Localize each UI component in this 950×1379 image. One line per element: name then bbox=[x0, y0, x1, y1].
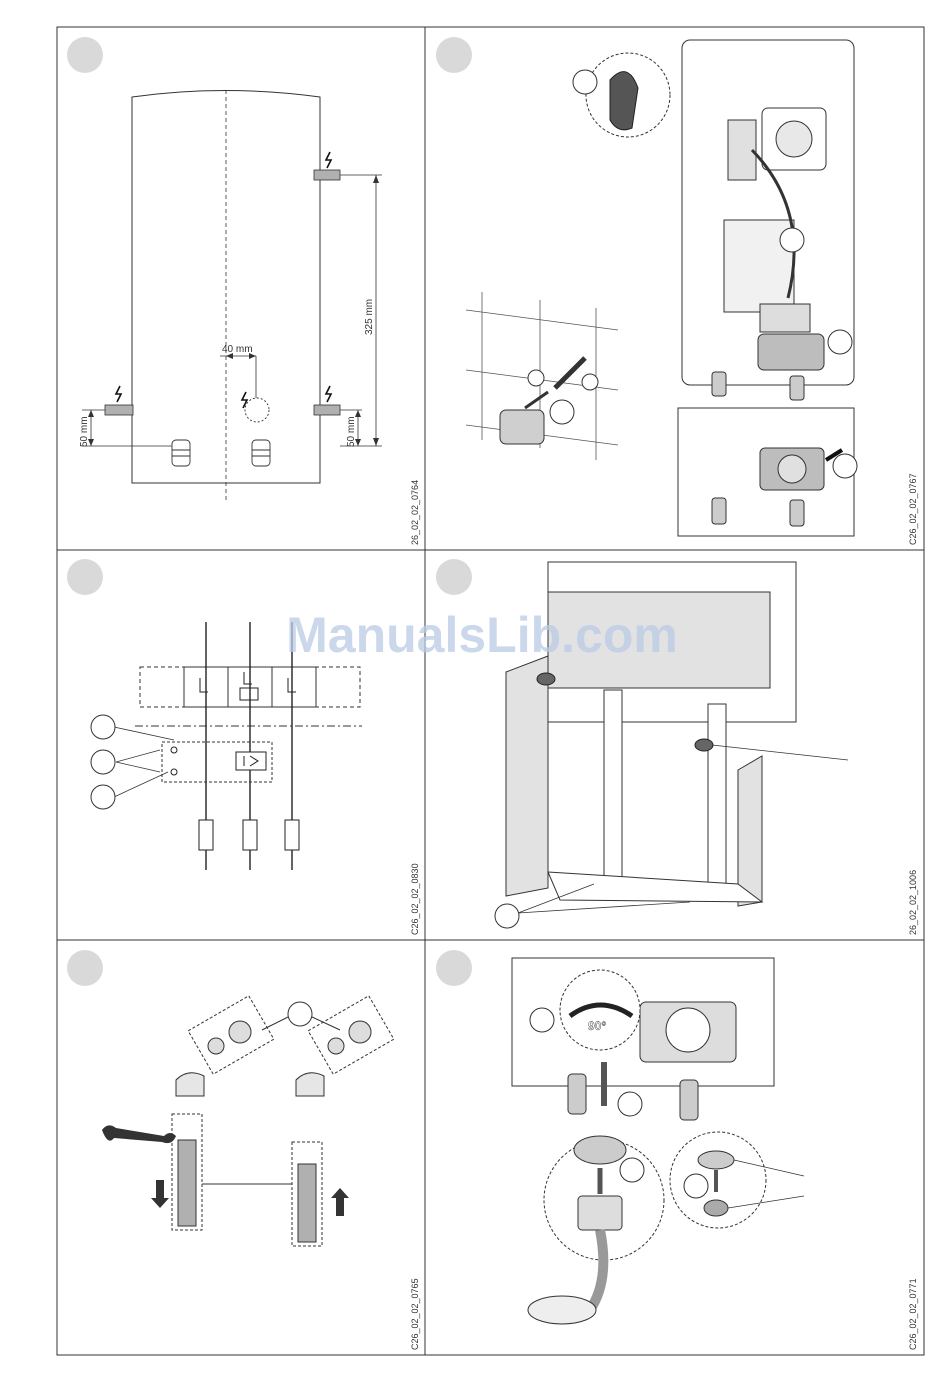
step-badge-2 bbox=[436, 37, 472, 73]
callout-3c bbox=[91, 785, 115, 809]
angle-valves bbox=[176, 1073, 324, 1096]
callout-6a bbox=[530, 1008, 554, 1032]
callout-4a bbox=[495, 904, 519, 928]
figure-code: 26_02_02_1006 bbox=[908, 870, 918, 935]
screw-leader bbox=[712, 745, 848, 760]
step-badge-6 bbox=[436, 950, 472, 986]
relay-symbol bbox=[236, 752, 266, 770]
step-badge-1 bbox=[67, 37, 103, 73]
cover-window-port bbox=[776, 121, 812, 157]
sieve-ring bbox=[698, 1151, 734, 1169]
switch-contacts bbox=[171, 747, 177, 775]
figure-code: C26_02_02_0771 bbox=[908, 1278, 918, 1350]
dim-label-height: 325 mm bbox=[364, 299, 375, 335]
terminal-block-top bbox=[728, 120, 756, 180]
appliance-body bbox=[682, 40, 854, 385]
callout-2e bbox=[833, 454, 857, 478]
outlet-nut bbox=[578, 1196, 622, 1230]
dim-label-right: 50 mm bbox=[346, 416, 357, 447]
arrow-up-icon bbox=[331, 1188, 349, 1216]
arrow-down-icon bbox=[151, 1180, 169, 1208]
rotation-detail bbox=[560, 970, 640, 1050]
rotation-label: 90° bbox=[588, 1019, 606, 1033]
fuses bbox=[199, 820, 299, 850]
detail-grommet-port bbox=[778, 455, 806, 483]
figure-code: 26_02_02_0764 bbox=[410, 480, 420, 545]
side-panel-left bbox=[506, 656, 548, 896]
panel-6-outlet-filter: 90° C26_02_02_0771 bbox=[436, 950, 918, 1350]
side-panel-right bbox=[738, 756, 762, 906]
callout-3a bbox=[91, 715, 115, 739]
panel-2-appliance-interior: C26_02_02_0767 bbox=[436, 37, 918, 545]
housing-port bbox=[666, 1008, 710, 1052]
figure-code: C26_02_02_0767 bbox=[908, 473, 918, 545]
cable-grommet bbox=[758, 334, 824, 370]
step-badge-5 bbox=[67, 950, 103, 986]
base-plate bbox=[548, 872, 762, 902]
callout-5a bbox=[288, 1002, 312, 1026]
callout-2b bbox=[780, 228, 804, 252]
wall-screw-right bbox=[582, 374, 598, 390]
insert-arrow bbox=[525, 392, 548, 408]
wall-screw-left bbox=[528, 370, 544, 386]
figure-code: C26_02_02_0830 bbox=[410, 863, 420, 935]
callout-2d bbox=[828, 330, 852, 354]
figure-code: C26_02_02_0765 bbox=[410, 1278, 420, 1350]
callout-6d bbox=[684, 1174, 708, 1198]
wall-plate bbox=[500, 410, 544, 444]
angle-valve bbox=[528, 1296, 596, 1324]
callout-6b bbox=[618, 1092, 642, 1116]
callout-6c bbox=[620, 1158, 644, 1182]
dim-label-left: 50 mm bbox=[79, 416, 90, 447]
step-badge-3 bbox=[67, 559, 103, 595]
panel-1-dimension-drawing: 325 mm 40 mm 50 mm 50 mm 26_02_02_0764 bbox=[67, 37, 420, 545]
callout-3b bbox=[91, 750, 115, 774]
watermark: ManualsLib.com bbox=[286, 607, 678, 663]
callout-2c bbox=[550, 400, 574, 424]
dim-label-offset: 40 mm bbox=[222, 344, 253, 355]
callout-2a bbox=[573, 70, 597, 94]
step-badge-4 bbox=[436, 559, 472, 595]
wrench-icon bbox=[102, 1125, 176, 1143]
sieve-insert bbox=[704, 1200, 728, 1216]
filter-screen bbox=[574, 1136, 626, 1164]
callout-leaders bbox=[114, 727, 174, 797]
terminal-block bbox=[760, 304, 810, 332]
panel-5-pipe-connection: C26_02_02_0765 bbox=[67, 950, 420, 1350]
